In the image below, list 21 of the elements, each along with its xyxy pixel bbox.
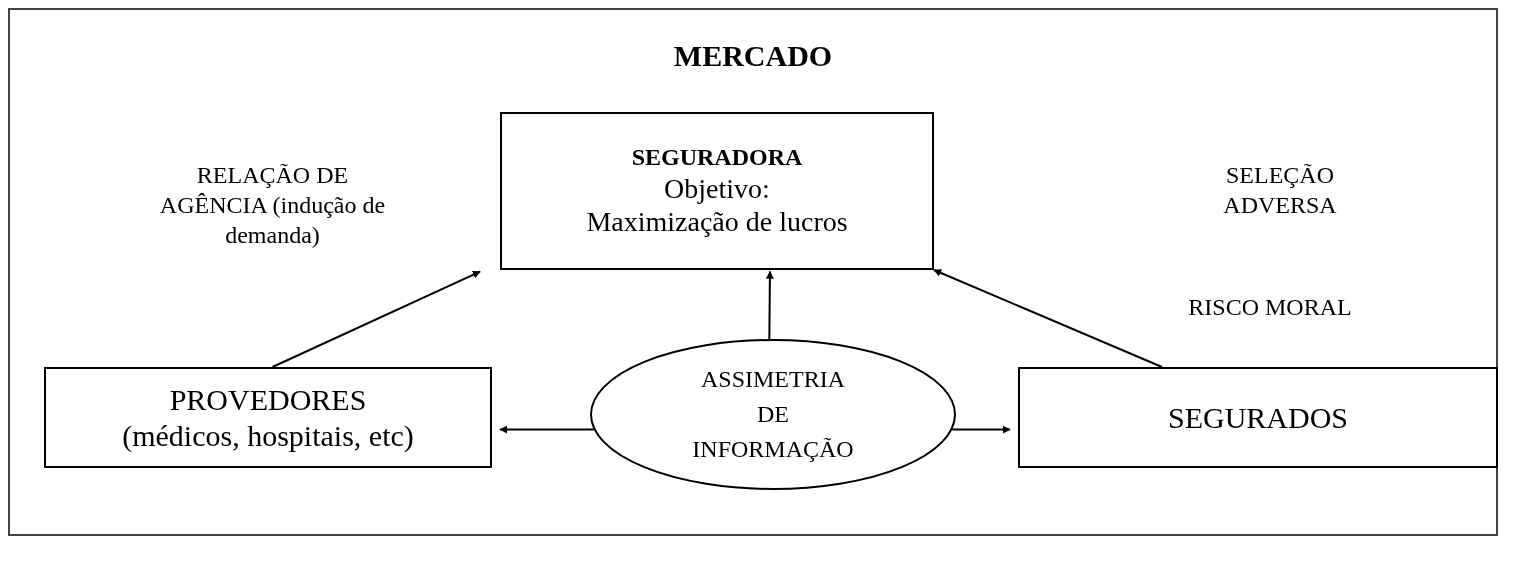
arrow: [951, 425, 1011, 434]
relation-label: RISCO MORAL: [1187, 293, 1353, 322]
arrow: [271, 270, 482, 368]
process-box: [1018, 367, 1498, 468]
box-body: Maximização de lucros: [586, 205, 848, 239]
ellipse-text: ASSIMETRIA DE INFORMAÇÃO: [691, 365, 855, 464]
process-box: [500, 112, 934, 270]
ellipse-node: [590, 339, 956, 490]
relation-label: RELAÇÃO DE AGÊNCIA (indução de demanda): [158, 161, 387, 250]
box-body: (médicos, hospitais, etc): [122, 417, 414, 454]
box-title: PROVEDORES: [169, 381, 367, 418]
box-title: SEGURADORA: [631, 143, 803, 172]
process-box: [44, 367, 492, 468]
market-frame: [8, 8, 1498, 536]
arrow: [499, 425, 595, 434]
frame-title: MERCADO: [672, 38, 834, 74]
box-title: SEGURADOS: [1168, 399, 1348, 436]
arrow: [765, 270, 774, 340]
relation-label: SELEÇÃO ADVERSA: [1222, 161, 1338, 220]
box-body: Objetivo:: [664, 171, 770, 206]
arrow: [933, 269, 1163, 368]
